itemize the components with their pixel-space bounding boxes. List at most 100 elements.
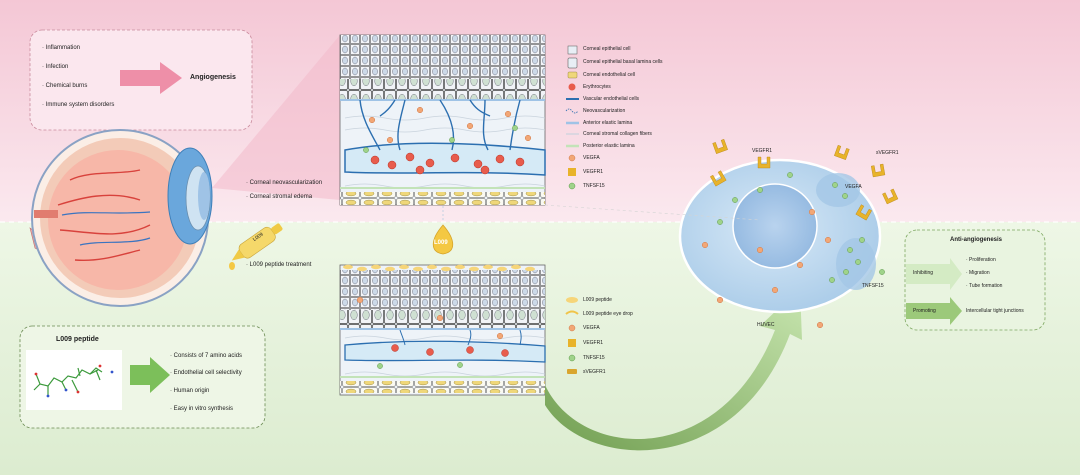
- l009-peptide-drop: [385, 266, 395, 272]
- vegfa-molecule: [716, 296, 724, 304]
- svegfr1-receptor: [882, 188, 899, 205]
- legend-item: Posterior elastic lamina: [583, 143, 635, 149]
- tnfsf15-molecule: [787, 172, 793, 178]
- vegfa-molecule: [756, 246, 764, 254]
- vegfr1-receptor: [855, 204, 872, 221]
- cell-name-label: HUVEC: [757, 322, 775, 328]
- tnfsf15-molecule: [855, 259, 861, 265]
- l009-peptide-drop: [441, 266, 451, 272]
- l009-peptide-drop: [525, 266, 535, 272]
- legend-item: Corneal stromal collagen fibers: [583, 131, 652, 137]
- vegfa-molecule: [356, 296, 364, 304]
- cell-svegfr1-label: sVEGFR1: [876, 150, 899, 156]
- pathology-neovascularization: · Corneal neovascularization: [246, 180, 323, 186]
- l009-peptide-drop: [399, 264, 409, 270]
- vegfr1-receptor: [757, 156, 771, 169]
- vegfa-molecule: [816, 321, 824, 329]
- erythrocyte: [515, 157, 525, 167]
- cornea-bottom-schematic: [339, 264, 546, 396]
- erythrocyte: [466, 346, 474, 354]
- pathology-edema: · Corneal stromal edema: [246, 194, 313, 200]
- peptide-title: L009 peptide: [56, 336, 99, 343]
- vegfa-molecule: [524, 134, 532, 142]
- inhibited-process: · Proliferation: [966, 257, 996, 263]
- drop-label: L009: [434, 240, 448, 246]
- erythrocyte: [495, 154, 505, 164]
- erythrocyte: [387, 160, 397, 170]
- cause-inflammation: · Inflammation: [42, 45, 81, 51]
- tnfsf15-molecule: [377, 363, 383, 369]
- tnfsf15-molecule: [512, 125, 518, 131]
- anti-angiogenesis-title: Anti-angiogenesis: [950, 237, 1003, 243]
- legend-item: VEGFR1: [583, 340, 604, 346]
- legend-item: sVEGFR1: [583, 369, 606, 375]
- vegfa-molecule: [466, 122, 474, 130]
- inhibited-process: · Tube formation: [966, 283, 1003, 289]
- peptide-property: · Easy in vitro synthesis: [170, 406, 234, 412]
- tnfsf15-molecule: [457, 362, 463, 368]
- l009-peptide-drop: [511, 264, 521, 270]
- vegfa-molecule: [771, 286, 779, 294]
- tnfsf15-molecule: [829, 277, 835, 283]
- erythrocyte: [426, 348, 434, 356]
- huvec-cell: [678, 158, 882, 314]
- tnfsf15-molecule: [879, 269, 885, 275]
- cause-immune-disorders: · Immune system disorders: [42, 102, 115, 108]
- l009-peptide-drop: [483, 264, 493, 270]
- erythrocyte: [391, 344, 399, 352]
- tnfsf15-molecule: [449, 137, 455, 143]
- svegfr1-receptor: [834, 144, 850, 160]
- legend-item: Corneal epithelial basal lamina cells: [583, 59, 663, 65]
- l009-peptide-drop: [469, 266, 479, 272]
- vegfa-molecule: [808, 208, 816, 216]
- vegfa-molecule: [416, 106, 424, 114]
- legend-item: Erythrocytes: [583, 84, 611, 90]
- legend-item: L009 peptide: [583, 297, 612, 303]
- legend-item: TNFSF15: [583, 183, 605, 189]
- l009-peptide-drop: [371, 264, 381, 270]
- vegfa-molecule: [504, 110, 512, 118]
- tnfsf15-molecule: [842, 193, 848, 199]
- legend-item: Anterior elastic lamina: [583, 120, 633, 126]
- promoting-label: Promoting: [913, 308, 936, 314]
- tnfsf15-molecule: [757, 187, 763, 193]
- l009-peptide-drop: [427, 264, 437, 270]
- erythrocyte: [473, 159, 483, 169]
- vegfa-molecule: [701, 241, 709, 249]
- vegfa-molecule: [824, 236, 832, 244]
- legend-item: VEGFR1: [583, 169, 604, 175]
- erythrocyte: [415, 165, 425, 175]
- vegfr1-receptor: [710, 170, 727, 187]
- erythrocyte: [425, 158, 435, 168]
- promoted-process: Intercellular tight junctions: [966, 308, 1024, 314]
- erythrocyte: [370, 155, 380, 165]
- treatment-label: · L009 peptide treatment: [246, 262, 312, 268]
- eye-drop-bottle-illustration: [229, 223, 283, 270]
- tnfsf15-molecule: [847, 247, 853, 253]
- svegfr1-receptor: [712, 138, 728, 154]
- l009-peptide-drop: [455, 264, 465, 270]
- cause-chemical-burns: · Chemical burns: [42, 83, 88, 89]
- erythrocyte: [480, 165, 490, 175]
- vegfa-molecule: [386, 136, 394, 144]
- l009-peptide-drop: [357, 266, 367, 272]
- tnfsf15-molecule: [717, 219, 723, 225]
- cell-vegfr1-label: VEGFR1: [752, 148, 773, 154]
- legend-top-symbols: [565, 45, 579, 190]
- eye-illustration: [29, 129, 213, 307]
- peptide-property: · Human origin: [170, 388, 210, 394]
- cell-tnfsf15-label: TNFSF15: [862, 283, 884, 289]
- tnfsf15-molecule: [859, 237, 865, 243]
- legend-item: Vascular endothelial cells: [583, 96, 640, 102]
- inhibiting-label: Inhibiting: [913, 270, 934, 276]
- l009-peptide-drop: [413, 266, 423, 272]
- svegfr1-receptor: [870, 163, 886, 178]
- erythrocyte: [501, 349, 509, 357]
- cause-infection: · Infection: [42, 64, 69, 70]
- peptide-property: · Endothelial cell selectivity: [170, 370, 242, 376]
- legend-item: VEGFA: [583, 155, 600, 161]
- legend-item: L009 peptide eye drop: [583, 311, 633, 317]
- tnfsf15-molecule: [832, 182, 838, 188]
- tnfsf15-molecule: [843, 269, 849, 275]
